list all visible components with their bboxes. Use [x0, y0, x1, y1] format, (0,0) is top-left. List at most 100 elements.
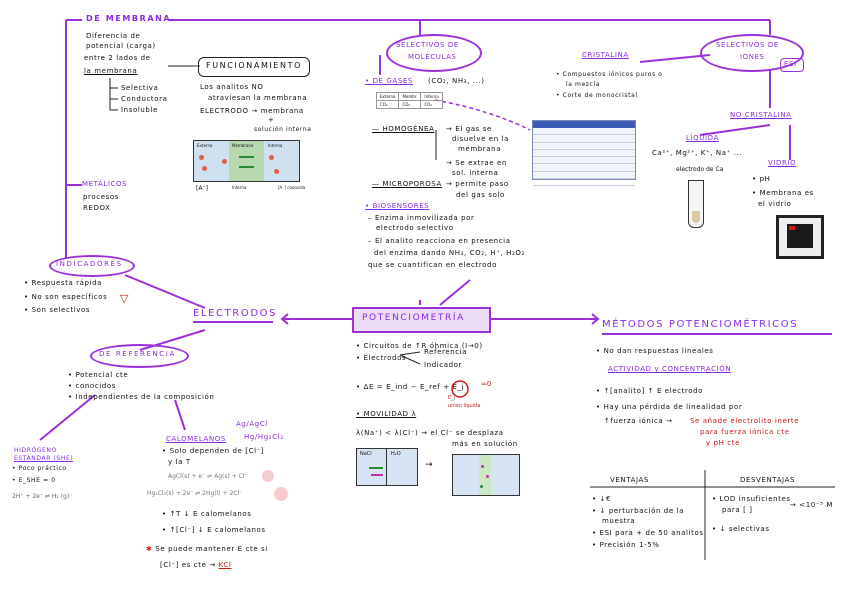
bio-line: del enzima dando NH₃, CO₂, H⁺, H₂O₂ — [374, 249, 525, 257]
glass-membrane-diagram — [776, 215, 824, 259]
funcionamiento-box — [198, 57, 310, 77]
desventajas-item: para [ ] — [722, 506, 753, 514]
arrow-right-icon: → — [425, 460, 433, 470]
membrana-desc: entre 2 lados de — [84, 54, 151, 62]
calomel-line: • ↑[Cl⁻] ↓ E calomelanos — [162, 526, 266, 534]
calomel-line: [Cl⁻] es cte → KCl — [160, 561, 232, 569]
metodos-line: • ↑[analito] ↑ E electrodo — [596, 387, 704, 395]
movilidad-title: • MOVILIDAD λ — [356, 410, 417, 418]
potencio-line: • Electrodos — [356, 354, 407, 362]
microporosa-title: — MICROPOROSA — [372, 180, 442, 188]
ventajas-item: • ↓€ — [592, 495, 612, 503]
cell-label: H₂O — [391, 451, 401, 457]
desventajas-item: • ↓ selectivas — [712, 525, 770, 533]
liquida-ions: Ca²⁺, Mg²⁺, K⁺, Na⁺ ... — [652, 149, 743, 157]
cell-diagram-1: NaCl H₂O — [356, 448, 418, 486]
reference-table-image — [532, 120, 636, 187]
vidrio-title: VIDRIO — [768, 159, 797, 167]
ej-note: E_j — [448, 395, 456, 401]
prop-item: Insoluble — [121, 106, 158, 114]
selectivos-ion-title: IONES — [740, 53, 765, 61]
ventajas-item: • Precisión 1-5% — [592, 541, 660, 549]
metodos-line: • No dan respuestas lineales — [596, 347, 714, 355]
diagram-label: Interna — [268, 143, 283, 148]
metodos-title: MÉTODOS POTENCIOMÉTRICOS — [602, 319, 799, 330]
metodos-line: ↑fuerza iónica → — [604, 417, 673, 425]
desventajas-item: → <10⁻⁵ M — [790, 501, 834, 509]
agcl-label: Ag/AgCl — [236, 420, 268, 428]
cell-label: NaCl — [360, 451, 372, 457]
prop-item: Conductora — [121, 95, 168, 103]
metodos-sub: ACTIVIDAD y CONCENTRACIÓN — [608, 365, 732, 373]
she-line: 2H⁺ + 2e⁻ ⇌ H₂ (g) — [12, 493, 70, 500]
diagram-label: Membrana — [232, 143, 254, 148]
selectivos-mol-title: MOLÉCULAS — [408, 53, 457, 61]
func-line: ELECTRODO → membrana — [200, 107, 304, 115]
selectivos-mol-title: SELECTIVOS DE — [396, 41, 459, 49]
ej-note: unión líquida — [448, 403, 481, 409]
esi-box — [780, 58, 804, 72]
func-line: solución interna — [254, 126, 312, 133]
indicadores-item: • No son específicos — [24, 293, 108, 301]
liquida-title: LÍQUIDA — [686, 134, 719, 142]
vidrio-line: el vidrio — [758, 200, 792, 208]
she-title: HIDRÓGENO — [14, 447, 57, 454]
calomel-eq: Hg₂Cl₂(s) + 2e⁻ ⇌ 2Hg(l) + 2Cl⁻ — [147, 490, 243, 497]
cristalina-line: la mezcla — [566, 81, 600, 88]
selectivos-ion-bubble — [700, 34, 804, 72]
calomel-line: • Solo dependen de [Cl⁻] — [162, 447, 265, 455]
indicadores-title: INDICADORES — [56, 260, 123, 268]
metodos-red: y pH cte — [706, 439, 740, 447]
movilidad-line: λ(Na⁺) < λ(Cl⁻) → el Cl⁻ se desplaza — [356, 429, 504, 437]
ventajas-title: VENTAJAS — [610, 476, 649, 484]
homogenea-line: disuelve en la — [452, 135, 509, 143]
cristalina-line: • Corte de monocristal — [556, 92, 638, 99]
desventajas-title: DESVENTAJAS — [740, 476, 795, 484]
potencio-line: Referencia — [424, 348, 468, 356]
referencia-item: • Potencial cte — [68, 371, 129, 379]
microporosa-line: del gas solo — [456, 191, 505, 199]
indicadores-item: • Son selectivos — [24, 306, 91, 314]
she-line: • Poco práctico — [12, 465, 67, 472]
membrana-desc: la membrana — [84, 67, 138, 75]
cristalina-title: CRISTALINA — [582, 51, 629, 59]
homogenea-line: → El gas se — [446, 125, 492, 133]
she-line: • E_SHE = 0 — [12, 477, 56, 484]
cristalina-line: • Compuestos iónicos puros o — [556, 71, 663, 78]
indicadores-bubble — [49, 255, 135, 277]
bio-line: electrodo selectivo — [376, 224, 454, 232]
funcionamiento-title: FUNCIONAMIENTO — [206, 61, 303, 70]
selectivos-mol-bubble — [386, 34, 482, 72]
no-cristalina-title: NO CRISTALINA — [730, 111, 792, 119]
calomel-line: y la T — [168, 458, 191, 466]
calomelanos-title: CALOMELANOS — [166, 435, 226, 443]
metalicos-title: METÁLICOS — [82, 180, 128, 188]
metodos-underline — [602, 333, 832, 335]
membrane-layer — [229, 141, 264, 181]
diagram-caption: Interna — [232, 185, 247, 190]
electrode-tube — [688, 180, 704, 228]
ventajas-item: • ESI para + de 50 analitos — [592, 529, 704, 537]
center-title: POTENCIOMETRÍA — [362, 313, 465, 323]
referencia-title: DE REFERENCIA — [99, 350, 176, 358]
vidrio-line: • Membrana es — [752, 189, 814, 197]
vidrio-line: • pH — [752, 175, 771, 183]
homogenea-line: sol. interna — [452, 169, 499, 177]
membrane-diagram: Externa Membrana Interna — [193, 140, 300, 182]
func-line: atraviesan la membrana — [208, 94, 308, 102]
bio-line: – El analito reacciona en presencia — [368, 237, 511, 245]
potencio-line: Indicador — [424, 361, 463, 369]
diagram-caption: [A⁻] conocida — [278, 185, 306, 190]
membrana-desc: potencial (carga) — [86, 42, 156, 50]
calomel-line: ✱ Se puede mantener E cte si — [146, 545, 268, 553]
center-box — [352, 307, 491, 333]
homogenea-line: membrana — [458, 145, 502, 153]
homogenea-title: — HOMOGÉNEA — [372, 125, 435, 133]
metalicos-line: procesos — [83, 193, 119, 201]
diagram-caption: [A⁻] — [196, 185, 208, 192]
esi-label: ESI — [784, 60, 797, 68]
metodos-red: para fuerza iónica cte — [700, 428, 790, 436]
metalicos-line: REDOX — [83, 204, 111, 212]
electrodos-title: ELECTRODOS — [193, 308, 278, 319]
